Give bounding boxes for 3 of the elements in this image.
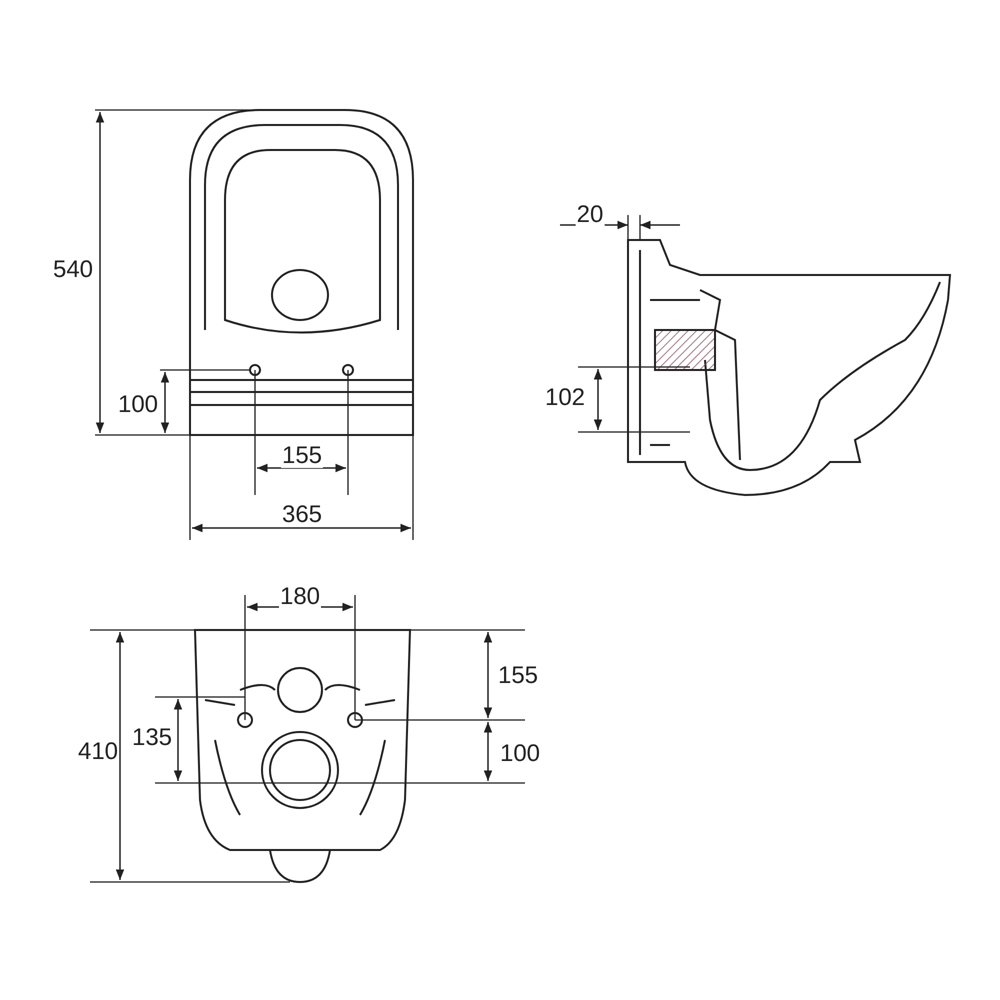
dimension-label: 155 (280, 444, 324, 468)
dimension-label: 180 (278, 585, 322, 609)
dimension-label: 20 (576, 203, 604, 227)
